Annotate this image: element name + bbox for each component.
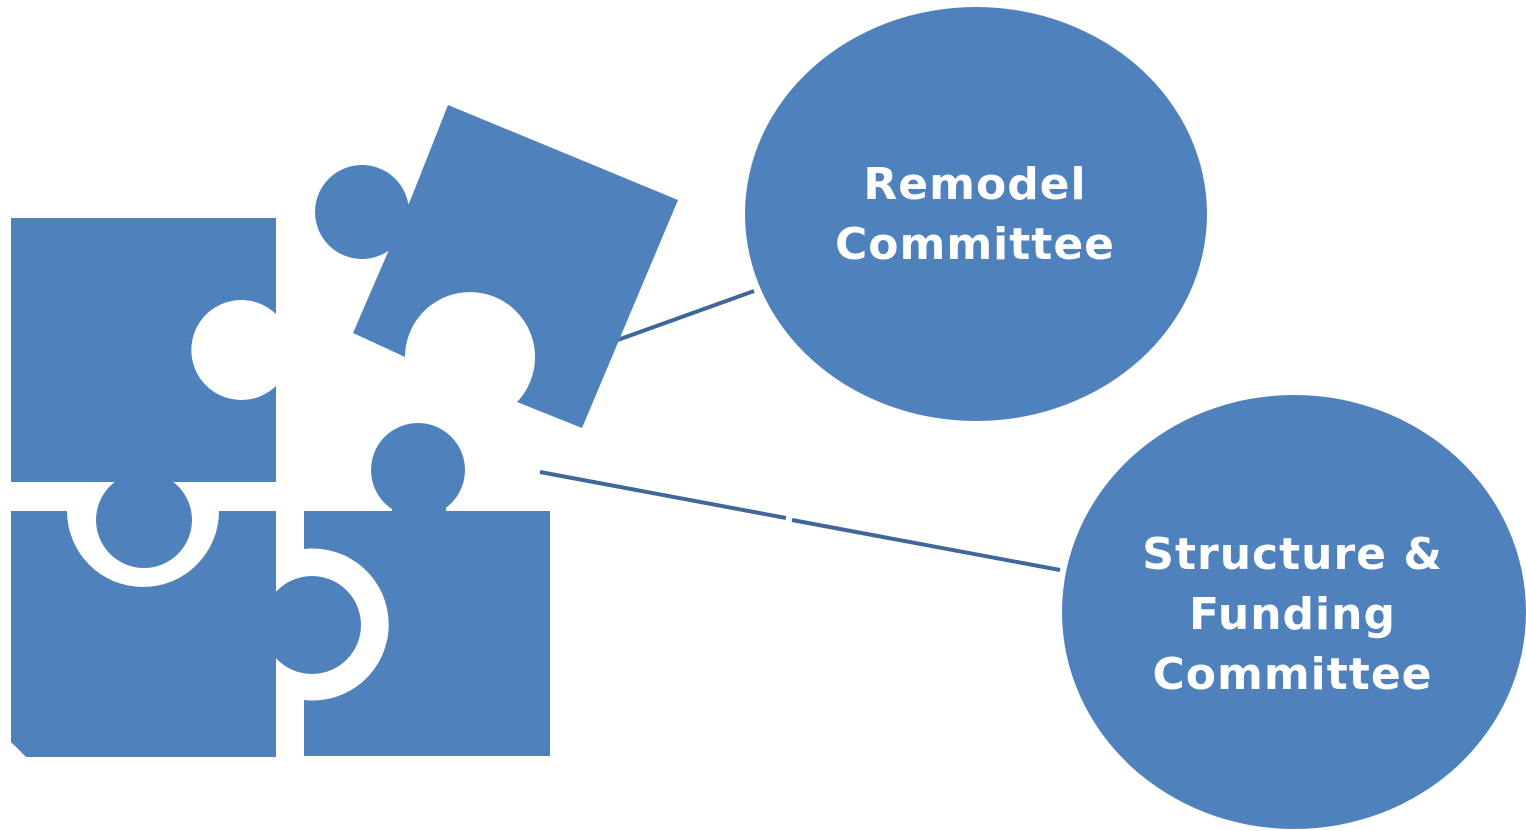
puzzle-pieces — [11, 105, 678, 757]
puzzle-piece-bottom-right — [263, 423, 550, 756]
structure-funding-committee-node — [1062, 395, 1526, 829]
puzzle-piece-bottom-left — [11, 472, 276, 757]
puzzle-piece-rotated — [315, 105, 678, 428]
puzzle-piece-top-left — [11, 218, 276, 482]
connector-lines — [539, 289, 1061, 572]
remodel-committee-node — [745, 7, 1207, 421]
connector-structure-b — [791, 518, 1061, 572]
connector-structure-a — [539, 470, 787, 520]
connector-remodel — [611, 289, 755, 344]
committee-nodes — [745, 7, 1526, 829]
